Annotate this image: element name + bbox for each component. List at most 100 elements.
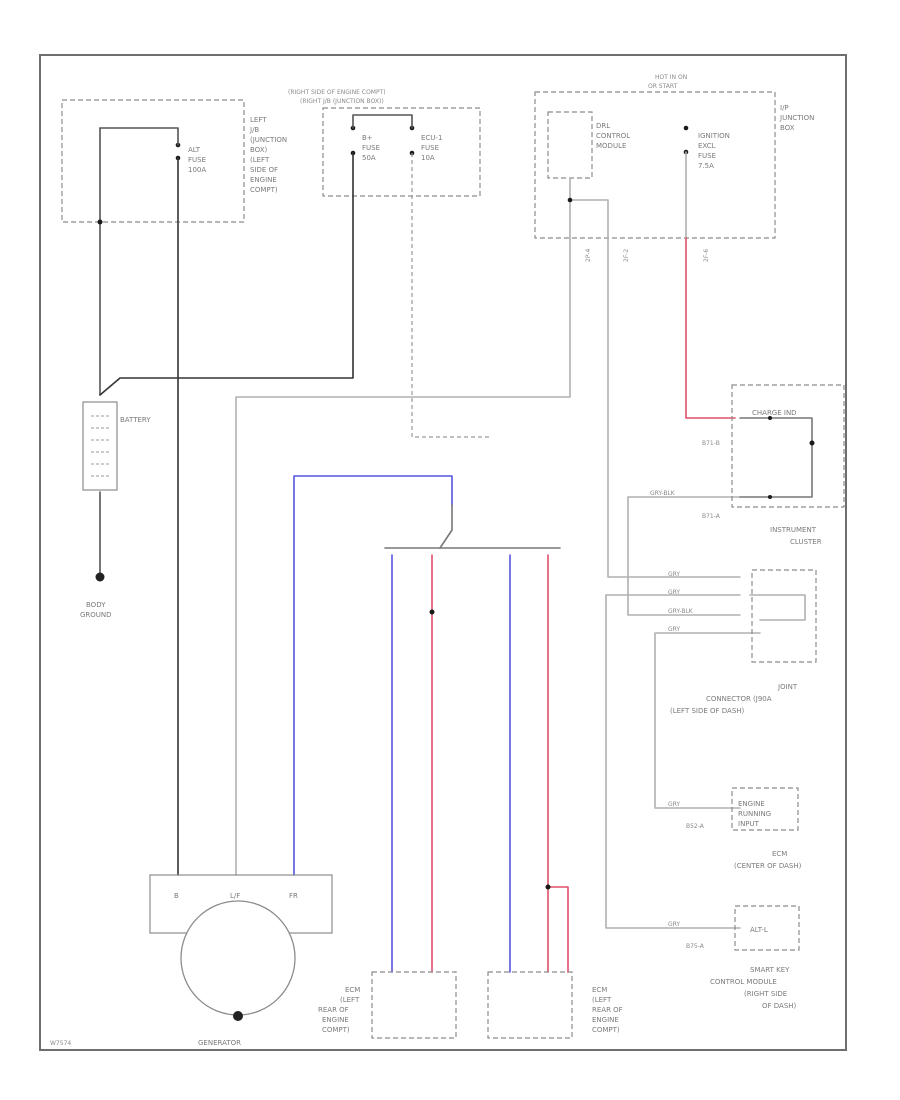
alt-fuse-line-0: ALT — [188, 146, 201, 154]
left-jb-line-3: BOX) — [250, 146, 268, 154]
instrument-cluster: CHARGE IND B71-B B71-A GRY-BLK INSTRUMEN… — [650, 384, 845, 546]
wire-drl-to-joint — [569, 199, 741, 578]
ignition-fuse-line-1: EXCL — [698, 142, 716, 150]
footer-code: W7574 — [50, 1040, 71, 1047]
ip-pin-label-0: 2P-4 — [585, 249, 592, 262]
wire-ecu-fuse-dashed — [411, 153, 490, 438]
smart-key-label-2: (RIGHT SIDE — [744, 990, 787, 998]
smart-key-module: ALT-L GRY B75-A SMART KEY CONTROL MODULE… — [668, 905, 800, 1010]
wire-rjb-bus — [352, 114, 413, 129]
joint-wire-tag-1: GRY — [668, 589, 680, 596]
b-plus-fuse-line-1: FUSE — [362, 144, 380, 152]
battery-splice-dot — [97, 219, 103, 225]
drl-line-1: CONTROL — [596, 132, 630, 140]
joint-label-1: CONNECTOR (J90A — [706, 695, 772, 703]
ip-junction-box: HOT IN ON OR START I/P JUNCTION BOX DRL … — [534, 74, 814, 262]
smart-key-pin: B75-A — [686, 943, 705, 950]
b-plus-fuse-line-2: 50A — [362, 154, 376, 162]
right-jb-title-0: (RIGHT SIDE OF ENGINE COMPT) — [288, 89, 386, 96]
wire-joint-to-ecm — [654, 632, 761, 809]
gen-terminal-lf: L/F — [230, 892, 240, 900]
right-junction-box: (RIGHT SIDE OF ENGINE COMPT) (RIGHT J/B … — [288, 89, 481, 197]
charge-ind-label: CHARGE IND — [752, 409, 797, 417]
generator-label: GENERATOR — [198, 1039, 241, 1047]
cluster-pin-0: B71-B — [702, 440, 720, 447]
wire-joint-to-smart-key — [605, 594, 741, 929]
cluster-splice-2 — [768, 495, 772, 499]
left-jb-line-2: (JUNCTION — [250, 136, 287, 144]
ecm-left-rear-a: ECM (LEFT REAR OF ENGINE COMPT) — [318, 971, 457, 1039]
hot-run-title-1: OR START — [648, 83, 678, 90]
ecm-a-label-1: (LEFT — [340, 996, 360, 1004]
left-junction-box: LEFT J/B (JUNCTION BOX) (LEFT SIDE OF EN… — [61, 99, 287, 223]
generator-symbol — [180, 900, 296, 1016]
drl-splice-dot — [567, 197, 573, 203]
ecm-b-label-0: ECM — [592, 986, 607, 994]
right-jb-title-1: (RIGHT J/B (JUNCTION BOX)) — [300, 98, 384, 105]
black-wires — [97, 114, 490, 876]
wire-joint-loop — [749, 594, 806, 621]
ecm-a-label-0: ECM — [345, 986, 360, 994]
battery-label: BATTERY — [120, 416, 151, 424]
ecm-wire-tag: GRY — [668, 801, 680, 808]
joint-connector: GRY GRY GRY-BLK GRY JOINT CONNECTOR (J90… — [668, 569, 817, 715]
ecm-b-label-2: REAR OF — [592, 1006, 623, 1014]
ecm-label-0: ECM — [772, 850, 787, 858]
b-plus-fuse-line-0: B+ — [362, 134, 373, 142]
gen-terminal-b: B — [174, 892, 179, 900]
wire-fr-splice — [439, 504, 453, 549]
ignition-fuse-terminal-top — [683, 125, 689, 131]
joint-wire-tag-2: GRY-BLK — [668, 608, 694, 615]
ecm-b-splice — [545, 884, 551, 890]
ground-line-1: GROUND — [80, 611, 112, 619]
ip-pin-label-1: 2F-2 — [623, 249, 630, 262]
wire-ecm-b-red-branch — [547, 886, 569, 973]
joint-wire-tag-3: GRY — [668, 626, 680, 633]
cluster-internal-circuit — [739, 417, 813, 498]
wire-joint-gry-blk — [627, 496, 741, 616]
smart-key-label-1: CONTROL MODULE — [710, 978, 777, 986]
wire-alt-fuse-feed — [99, 127, 179, 146]
smart-key-wire-tag: GRY — [668, 921, 680, 928]
ecu-fuse-line-1: FUSE — [421, 144, 439, 152]
battery: BATTERY BODY GROUND — [80, 401, 151, 619]
left-jb-line-7: COMPT) — [250, 186, 278, 194]
gray-wires — [235, 151, 806, 929]
cluster-splice-1 — [768, 416, 772, 420]
ecm-b-label-3: ENGINE — [592, 1016, 619, 1024]
smart-key-label-3: OF DASH) — [762, 1002, 797, 1010]
ecm-a-label-3: ENGINE — [322, 1016, 349, 1024]
ip-jb-line-1: JUNCTION — [779, 114, 814, 122]
ecm-a-splice — [429, 609, 435, 615]
diagram-frame — [39, 54, 847, 1051]
ecm-b-label-4: COMPT) — [592, 1026, 620, 1034]
left-jb-line-6: ENGINE — [250, 176, 277, 184]
smart-key-inner: ALT-L — [750, 926, 768, 934]
wire-fr-blue — [293, 475, 453, 876]
joint-label-2: (LEFT SIDE OF DASH) — [670, 707, 745, 715]
ignition-fuse-line-0: IGNITION — [698, 132, 730, 140]
cluster-label-1: CLUSTER — [790, 538, 822, 546]
wire-b-plus-fuse — [99, 152, 354, 396]
alt-fuse-line-2: 100A — [188, 166, 206, 174]
left-jb-line-0: LEFT — [250, 116, 267, 124]
wire-lf-to-drl — [235, 177, 571, 876]
left-jb-line-1: J/B — [249, 126, 259, 134]
generator-ground — [233, 1011, 243, 1021]
wire-ignition-to-charge-ind — [685, 237, 736, 419]
ecm-center-dash: ENGINE RUNNING INPUT GRY B52-A ECM (CENT… — [668, 787, 802, 870]
left-jb-line-4: (LEFT — [250, 156, 270, 164]
smart-key-label-0: SMART KEY — [750, 966, 790, 974]
ip-jb-line-0: I/P — [780, 104, 789, 112]
ecm-left-rear-b: ECM (LEFT REAR OF ENGINE COMPT) — [487, 971, 623, 1039]
drl-control-module-box — [547, 111, 593, 179]
ecu-fuse-line-2: 10A — [421, 154, 435, 162]
ecm-b-label-1: (LEFT — [592, 996, 612, 1004]
joint-label-0: JOINT — [777, 683, 798, 691]
blue-red-wires — [293, 475, 569, 973]
left-jb-line-5: SIDE OF — [250, 166, 278, 174]
ecm-inner-0: ENGINE — [738, 800, 765, 808]
cluster-pin-1: B71-A — [702, 513, 721, 520]
hot-run-title-0: HOT IN ON — [655, 74, 687, 81]
